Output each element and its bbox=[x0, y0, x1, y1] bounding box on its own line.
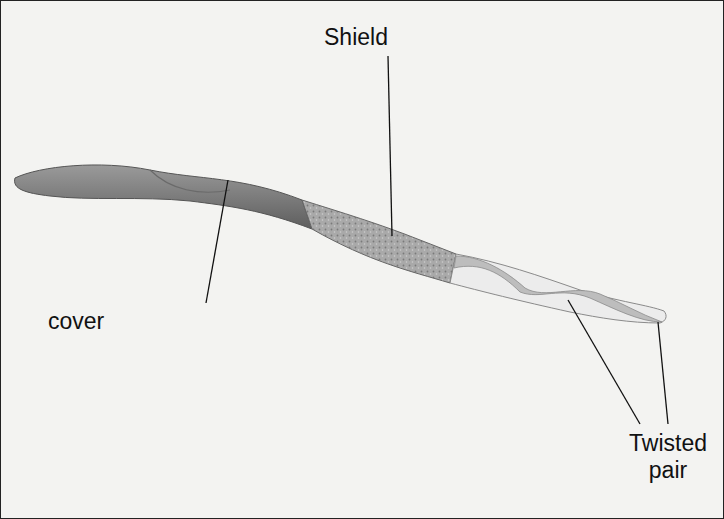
part-label: Twisted pair bbox=[618, 430, 718, 484]
part-label: cover bbox=[48, 308, 104, 335]
part-label: Shield bbox=[324, 24, 388, 51]
